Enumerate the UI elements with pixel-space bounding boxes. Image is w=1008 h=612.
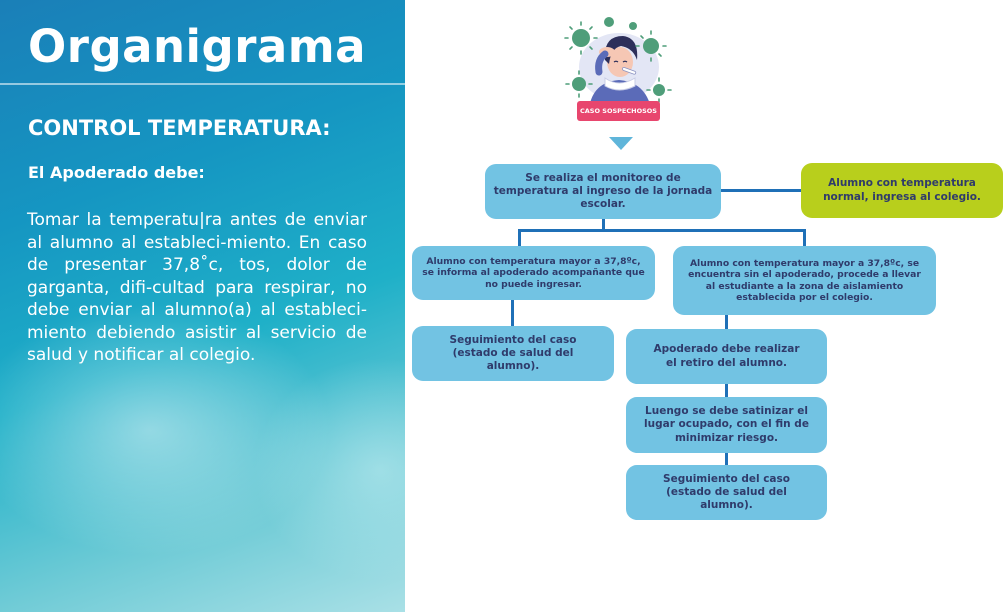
node-sanitize: Luengo se debe satinizar el lugar ocupad… — [626, 397, 827, 453]
connector-pickup-to-sanitize — [725, 383, 728, 398]
connector-monitor-down — [602, 218, 605, 230]
node-followup-right: Seguimiento del caso (estado de salud de… — [626, 465, 827, 520]
node-monitoring: Se realiza el monitoreo de temperatura a… — [485, 164, 721, 219]
connector-left-to-followup — [511, 299, 514, 327]
connector-right-to-pickup — [725, 314, 728, 330]
connector-branch-left — [518, 229, 521, 247]
left-panel: Organigrama CONTROL TEMPERATURA: El Apod… — [0, 0, 405, 612]
suspected-case-badge: CASO SOSPECHOSOS — [577, 101, 660, 121]
title-divider — [0, 83, 405, 85]
node-high-temp-with-guardian: Alumno con temperatura mayor a 37,8ºc, s… — [412, 246, 655, 300]
connector-monitor-to-normal — [720, 189, 802, 192]
node-guardian-pickup: Apoderado debe realizar el retiro del al… — [626, 329, 827, 384]
node-followup-left: Seguimiento del caso (estado de salud de… — [412, 326, 614, 381]
section-subtitle: CONTROL TEMPERATURA: — [28, 116, 331, 140]
instructions-paragraph: Tomar la temperatu|ra antes de enviar al… — [27, 210, 367, 365]
connector-sanitize-to-followup — [725, 452, 728, 466]
node-high-temp-without-guardian: Alumno con temperatura mayor a 37,8ºc, s… — [673, 246, 936, 315]
virus-icon — [572, 17, 665, 96]
page-title: Organigrama — [28, 20, 367, 73]
node-normal-temperature: Alumno con temperatura normal, ingresa a… — [801, 163, 1003, 218]
connector-branch-right — [803, 229, 806, 247]
sick-person-illustration — [563, 12, 675, 108]
lead-text: El Apoderado debe: — [28, 163, 205, 182]
down-arrow-icon — [609, 137, 633, 150]
connector-branch-horizontal — [518, 229, 806, 232]
